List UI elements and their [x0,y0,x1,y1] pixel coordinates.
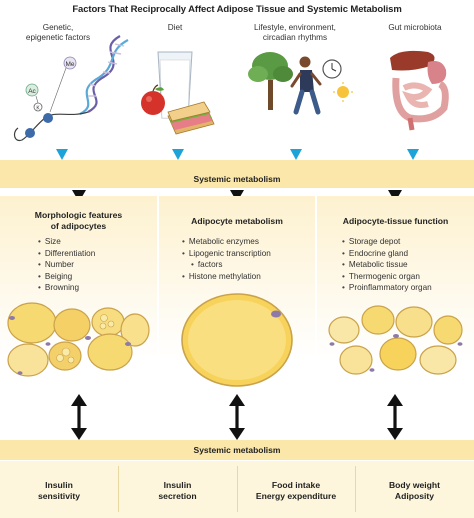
list-item: factors [182,259,271,271]
list-item: Size [38,236,95,248]
column-title: Adipocyte-tissue function [342,216,449,226]
list-item: Browning [38,282,95,294]
list-item: Metabolic tissue [342,259,432,271]
bullet-list: Metabolic enzymes Lipogenic transcriptio… [182,236,271,282]
column-title: Morphologic features of adipocytes [34,210,123,231]
list-item: Number [38,259,95,271]
list-item: Storage depot [342,236,432,248]
systemic-metabolism-label-bottom: Systemic metabolism [193,445,281,455]
acetyl-tag: Ac [28,88,36,95]
lysine-tag: K [36,106,40,112]
column-function [317,196,474,430]
arrow-down-icon [407,149,419,160]
outcome-insulin-sensitivity: Insulin sensitivity [37,480,81,501]
outcome-insulin-secretion: Insulin secretion [158,480,197,501]
outcome-body-weight: Body weight Adiposity [388,480,441,501]
list-item: Endocrine gland [342,248,432,260]
list-item: Histone methylation [182,271,271,283]
factor-diet-label: Diet [167,23,183,32]
divider [118,466,119,512]
methyl-tag: Me [65,61,74,68]
arrow-down-icon [290,149,302,160]
arrow-down-icon [56,149,68,160]
arrow-down-icon [172,149,184,160]
systemic-metabolism-band-bottom [0,440,474,460]
factor-gut-label: Gut microbiota [388,23,442,32]
divider [237,466,238,512]
divider [355,466,356,512]
list-item: Beiging [38,271,95,283]
outcome-food-intake: Food intake Energy expenditure [255,480,337,501]
bullet-list: Storage depot Endocrine gland Metabolic … [342,236,432,294]
column-title: Adipocyte metabolism [191,216,283,226]
list-item: Proinflammatory organ [342,282,432,294]
diagram-title: Factors That Reciprocally Affect Adipose… [72,4,402,15]
systemic-metabolism-label-top: Systemic metabolism [193,174,281,184]
factor-genetic-label: Genetic, epigenetic factors [25,23,91,42]
column-morphologic [0,196,157,430]
bullet-list: Size Differentiation Number Beiging Brow… [38,236,95,294]
factor-lifestyle-label: Lifestyle, environment, circadian rhythm… [254,23,336,42]
column-metabolism [159,196,315,430]
list-item: Lipogenic transcription [182,248,271,260]
list-item: Metabolic enzymes [182,236,271,248]
list-item: Differentiation [38,248,95,260]
systemic-metabolism-band-top [0,160,474,188]
list-item: Thermogenic organ [342,271,432,283]
